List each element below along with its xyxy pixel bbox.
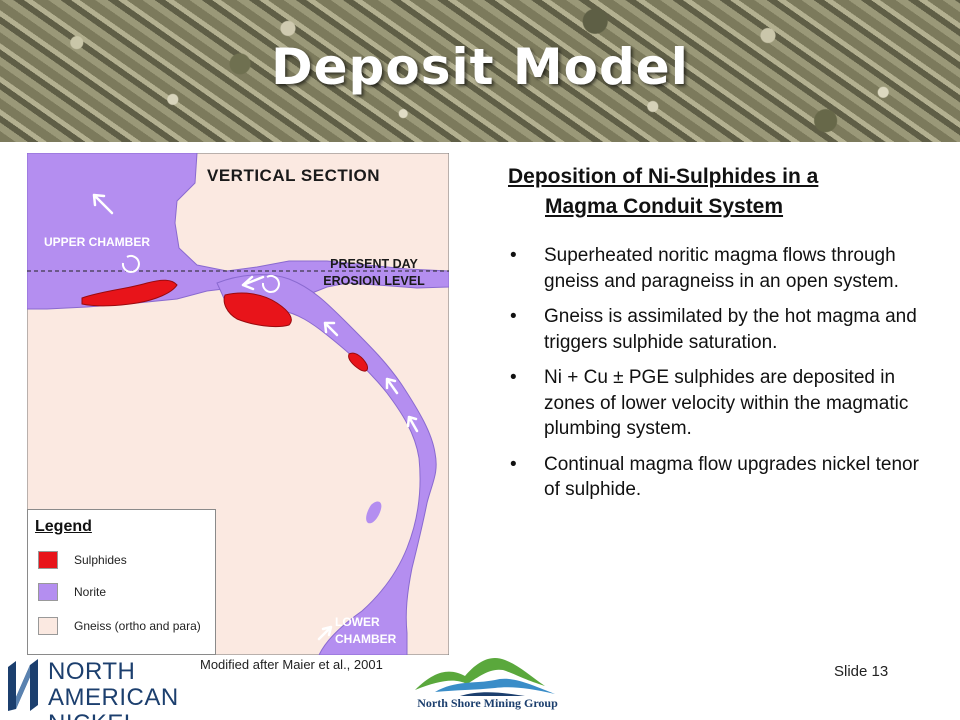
north-american-nickel-logo: NORTH AMERICAN NICKEL: [6, 657, 246, 720]
bullet-icon: •: [510, 306, 517, 327]
slide-number: Slide 13: [834, 663, 889, 680]
bullet-icon: •: [510, 367, 517, 388]
bullet-item: • Gneiss is assimilated by the hot magma …: [508, 304, 940, 355]
sulphides-swatch: [38, 551, 58, 569]
bullet-text: Gneiss is assimilated by the hot magma a…: [544, 306, 917, 353]
bullet-item: • Ni + Cu ± PGE sulphides are deposited i…: [508, 365, 940, 442]
sulphide-body-1: [81, 279, 178, 307]
legend-title: Legend: [35, 518, 92, 535]
legend-item-sulphides: Sulphides: [38, 550, 127, 570]
legend-box: Legend Sulphides Norite Gneiss (ortho an…: [27, 509, 216, 655]
nsmg-wordmark: North Shore Mining Group: [417, 696, 558, 710]
upper-chamber-label: UPPER CHAMBER: [44, 235, 151, 249]
header-banner: [0, 0, 960, 142]
vertical-section-label: VERTICAL SECTION: [207, 166, 380, 185]
heading-line1: Deposition of Ni-Sulphides in a: [508, 165, 819, 188]
sulphide-body-2: [223, 292, 292, 328]
heading-line2: Magma Conduit System: [545, 195, 784, 218]
nan-line1: NORTH: [48, 658, 136, 685]
nan-line2: AMERICAN NICKEL: [48, 684, 179, 720]
bullet-text: Superheated noritic magma flows through …: [544, 245, 899, 292]
norite-swatch: [38, 583, 58, 601]
bullet-item: • Superheated noritic magma flows through…: [508, 243, 940, 294]
legend-label: Norite: [74, 585, 107, 599]
bullet-list: • Superheated noritic magma flows through…: [508, 243, 940, 513]
north-shore-mining-group-logo: North Shore Mining Group: [405, 650, 570, 718]
vertical-section-figure: VERTICAL SECTION UPPER CHAMBER PRESENT D…: [27, 153, 449, 655]
bullet-icon: •: [510, 245, 517, 266]
mountains-icon: [415, 657, 555, 696]
lower-chamber-line1: LOWER: [335, 615, 380, 629]
figure-credit: Modified after Maier et al., 2001: [200, 657, 383, 672]
legend-label: Sulphides: [74, 553, 127, 567]
content-heading: Deposition of Ni-Sulphides in a Magma Co…: [508, 162, 938, 222]
bullet-text: Continual magma flow upgrades nickel ten…: [544, 453, 919, 501]
nan-wordmark: NORTH AMERICAN NICKEL: [48, 659, 246, 720]
flow-arrows: [92, 193, 419, 641]
nan-mark-icon: [8, 659, 38, 711]
lower-chamber-label: LOWER CHAMBER: [335, 614, 415, 648]
legend-item-norite: Norite: [38, 582, 106, 602]
upper-chamber-norite: [27, 153, 449, 310]
slide-title: Deposit Model: [271, 38, 689, 96]
erosion-label-line2: EROSION LEVEL: [323, 274, 425, 288]
legend-item-gneiss: Gneiss (ortho and para): [38, 616, 201, 636]
sulphide-body-3: [348, 352, 368, 372]
erosion-label-line1: PRESENT DAY: [330, 257, 418, 271]
bullet-text: Ni + Cu ± PGE sulphides are deposited in…: [544, 367, 909, 439]
legend-label: Gneiss (ortho and para): [74, 619, 201, 633]
gneiss-swatch: [38, 617, 58, 635]
norite-blob: [366, 501, 382, 524]
bullet-icon: •: [510, 453, 517, 475]
bullet-item: • Continual magma flow upgrades nickel te…: [508, 452, 940, 503]
swirl-symbols: [121, 254, 280, 293]
lower-chamber-line2: CHAMBER: [335, 632, 397, 646]
erosion-level-label: PRESENT DAY EROSION LEVEL: [299, 256, 449, 290]
